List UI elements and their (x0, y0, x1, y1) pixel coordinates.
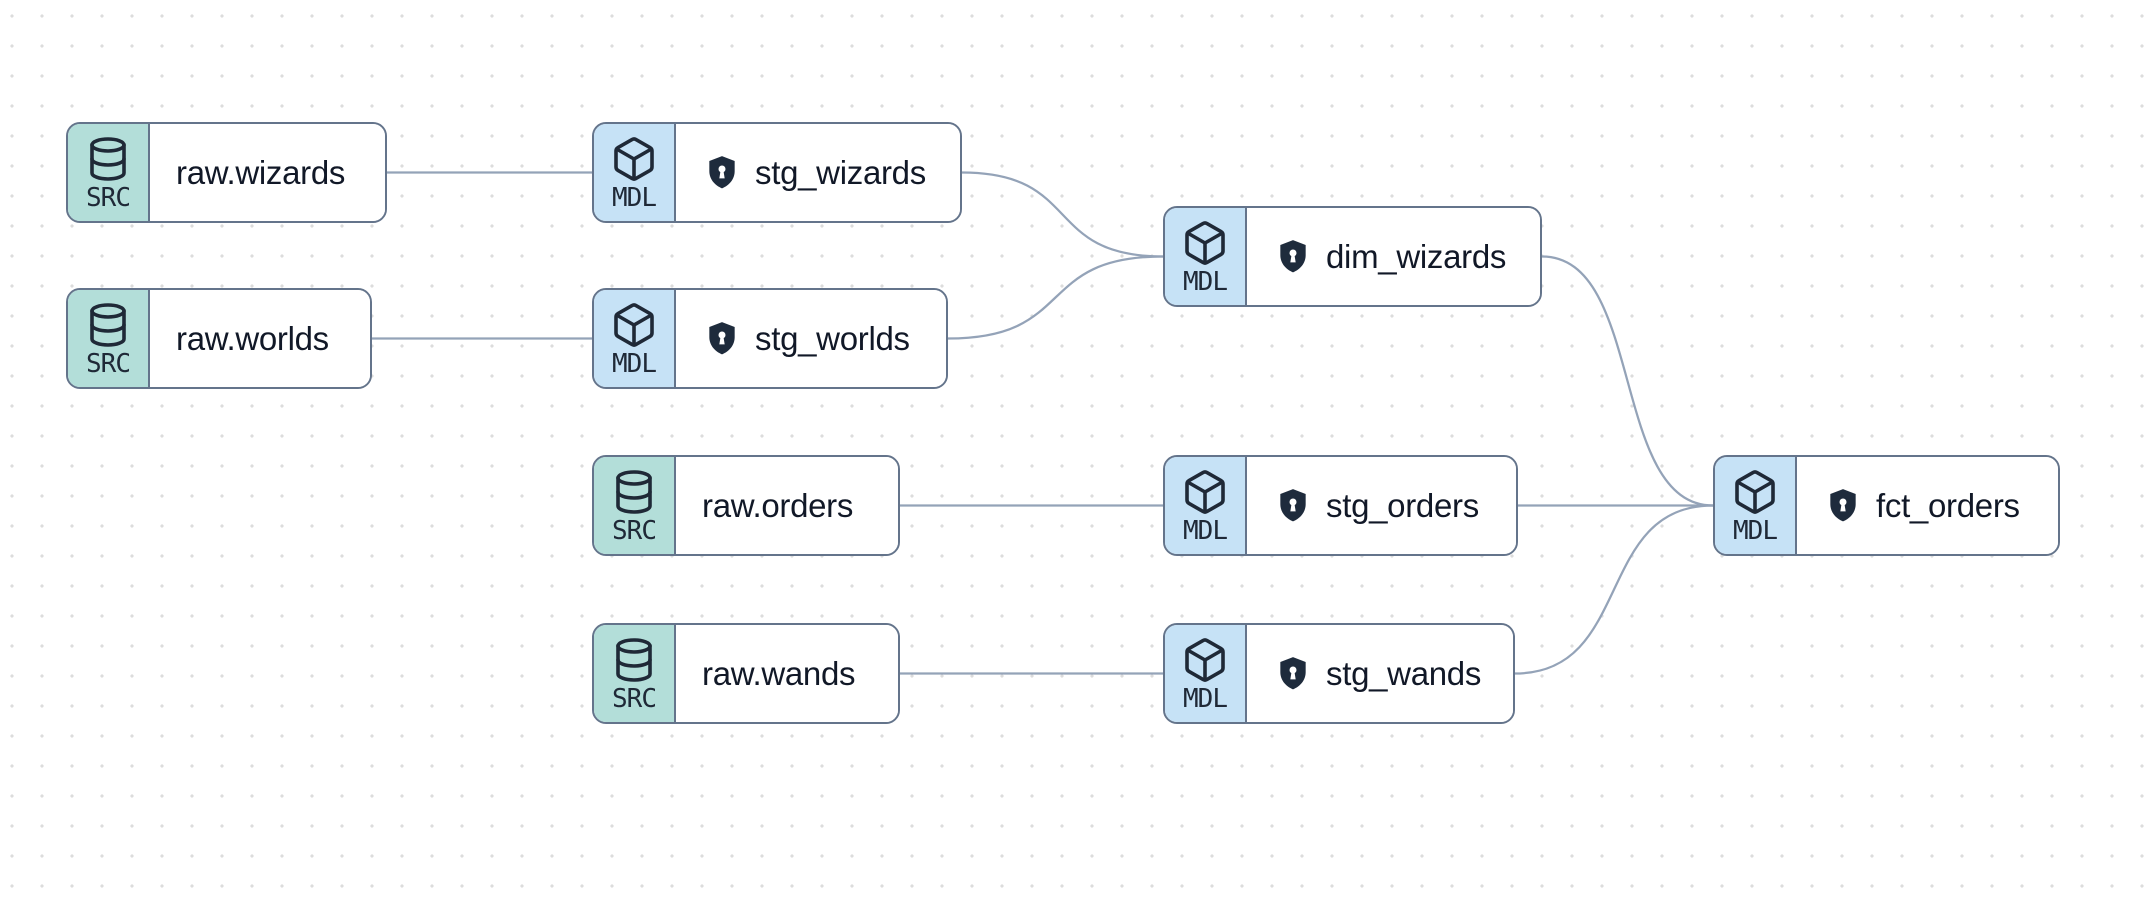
node-type-label: SRC (612, 683, 657, 714)
node-type-badge: MDL (594, 290, 676, 387)
node-type-label: SRC (86, 182, 131, 213)
node-type-label: MDL (612, 348, 657, 379)
node-type-badge: SRC (68, 124, 150, 221)
cube-icon (1181, 219, 1229, 267)
node-fct_orders[interactable]: MDL fct_orders (1713, 455, 2060, 556)
cube-icon (1181, 468, 1229, 516)
node-label: raw.orders (702, 486, 854, 524)
node-raw.worlds[interactable]: SRC raw.worlds (66, 288, 372, 389)
database-icon (84, 135, 132, 183)
node-label: dim_wizards (1326, 237, 1507, 275)
cube-icon (610, 135, 658, 183)
node-label: stg_wands (1326, 654, 1482, 692)
database-icon (84, 301, 132, 349)
node-type-badge: MDL (1165, 625, 1247, 722)
node-type-badge: SRC (594, 457, 676, 554)
database-icon (610, 636, 658, 684)
node-stg_orders[interactable]: MDL stg_orders (1163, 455, 1518, 556)
node-body: stg_orders (1247, 457, 1516, 554)
node-type-label: MDL (1183, 683, 1228, 714)
node-type-label: MDL (612, 182, 657, 213)
node-stg_worlds[interactable]: MDL stg_worlds (592, 288, 948, 389)
cube-icon (1181, 636, 1229, 684)
node-label: stg_orders (1326, 486, 1479, 524)
node-type-badge: SRC (68, 290, 150, 387)
node-type-label: SRC (86, 348, 131, 379)
shield-lock-icon (702, 318, 742, 360)
edge-dim_wizards-to-fct_orders (1540, 255, 1715, 507)
database-icon (610, 468, 658, 516)
node-label: raw.wizards (176, 153, 346, 191)
node-type-label: SRC (612, 515, 657, 546)
node-body: raw.wizards (150, 124, 385, 221)
node-body: stg_worlds (676, 290, 946, 387)
edge-stg_worlds-to-dim_wizards (946, 255, 1165, 340)
node-type-label: MDL (1733, 515, 1778, 546)
node-body: stg_wands (1247, 625, 1513, 722)
node-body: raw.wands (676, 625, 898, 722)
node-type-badge: MDL (1165, 457, 1247, 554)
shield-lock-icon (1273, 653, 1313, 695)
cube-icon (610, 301, 658, 349)
cube-icon (1731, 468, 1779, 516)
edge-stg_wands-to-fct_orders (1513, 504, 1715, 675)
shield-lock-icon (1273, 485, 1313, 527)
node-label: raw.worlds (176, 319, 329, 357)
node-type-badge: SRC (594, 625, 676, 722)
node-body: fct_orders (1797, 457, 2058, 554)
node-label: fct_orders (1876, 486, 2020, 524)
node-raw.wands[interactable]: SRC raw.wands (592, 623, 900, 724)
node-stg_wands[interactable]: MDL stg_wands (1163, 623, 1515, 724)
node-type-label: MDL (1183, 266, 1228, 297)
node-label: raw.wands (702, 654, 856, 692)
node-type-badge: MDL (1715, 457, 1797, 554)
node-raw.orders[interactable]: SRC raw.orders (592, 455, 900, 556)
node-label: stg_wizards (755, 153, 926, 191)
node-type-badge: MDL (1165, 208, 1247, 305)
node-stg_wizards[interactable]: MDL stg_wizards (592, 122, 962, 223)
shield-lock-icon (1273, 236, 1313, 278)
node-label: stg_worlds (755, 319, 910, 357)
shield-lock-icon (1823, 485, 1863, 527)
edge-stg_wizards-to-dim_wizards (960, 171, 1165, 258)
node-type-label: MDL (1183, 515, 1228, 546)
node-body: raw.orders (676, 457, 898, 554)
node-type-badge: MDL (594, 124, 676, 221)
node-body: dim_wizards (1247, 208, 1540, 305)
shield-lock-icon (702, 152, 742, 194)
node-dim_wizards[interactable]: MDL dim_wizards (1163, 206, 1542, 307)
node-body: stg_wizards (676, 124, 960, 221)
node-body: raw.worlds (150, 290, 370, 387)
node-raw.wizards[interactable]: SRC raw.wizards (66, 122, 387, 223)
